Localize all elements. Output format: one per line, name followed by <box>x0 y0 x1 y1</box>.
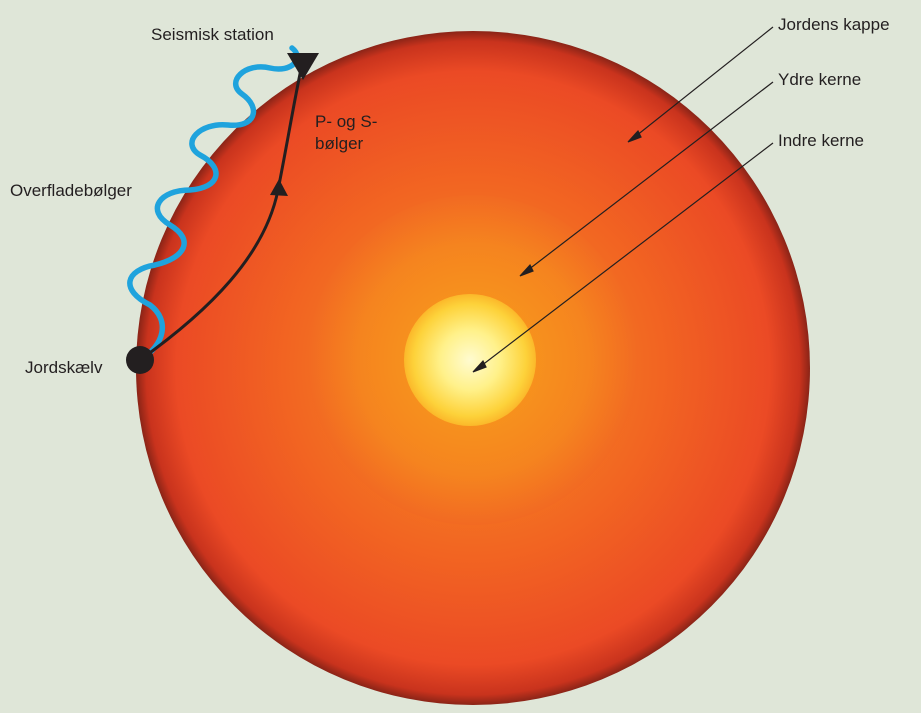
inner-core-layer <box>404 294 536 426</box>
earthquake-label: Jordskælv <box>25 358 103 377</box>
ps-waves-label-line2: bølger <box>315 134 364 153</box>
body-wave-path <box>139 59 305 362</box>
inner-core-arrowhead <box>472 359 487 373</box>
inner-core-label: Indre kerne <box>778 131 864 150</box>
inner-core-arrow-line <box>480 142 774 367</box>
mantle-arrowhead <box>627 129 642 143</box>
earthquake-marker <box>126 346 154 374</box>
outer-core-label: Ydre kerne <box>778 70 862 89</box>
surface-wave-path <box>127 45 300 363</box>
ps-waves-label: P- og S- bølger <box>315 111 405 155</box>
wave-direction-arrow <box>270 179 288 196</box>
seismic-station-marker <box>287 53 319 80</box>
mantle-label: Jordens kappe <box>778 15 890 34</box>
surface-waves-label: Overfladebølger <box>10 181 132 200</box>
mantle-arrow-line <box>635 26 774 137</box>
outer-core-arrowhead <box>519 263 534 277</box>
ps-waves-label-line1: P- og S- <box>315 112 378 131</box>
label-arrows <box>472 26 774 373</box>
outer-core-arrow-line <box>527 81 774 271</box>
seismic-station-label: Seismisk station <box>151 25 274 44</box>
